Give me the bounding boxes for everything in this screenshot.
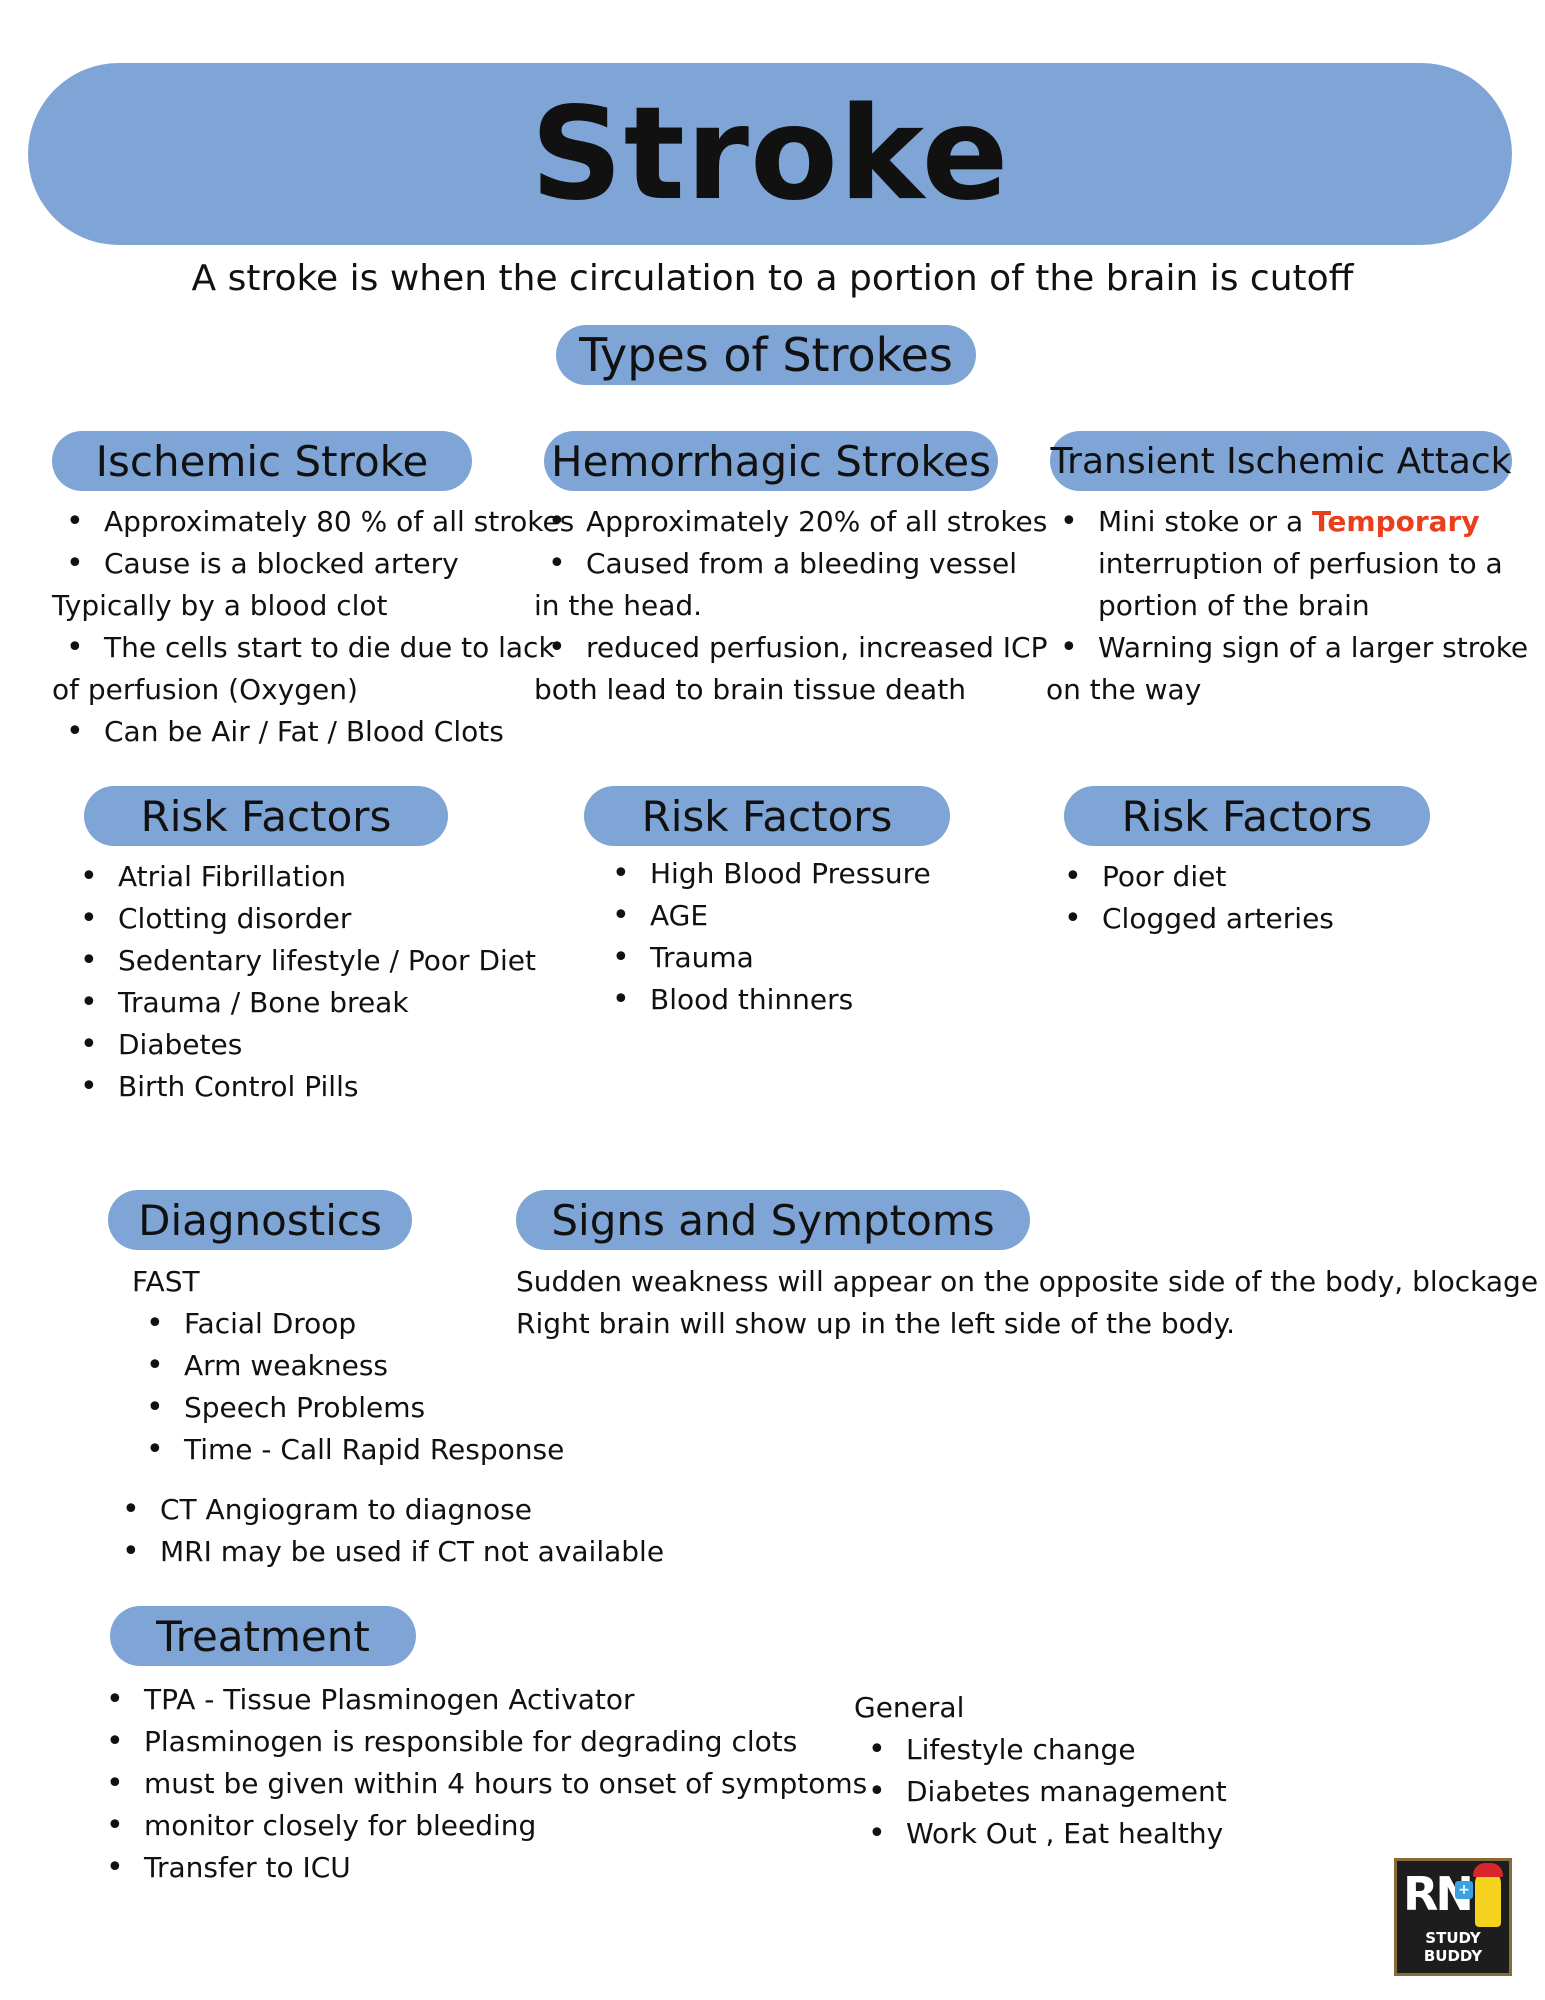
list-item: Birth Control Pills xyxy=(66,1066,526,1108)
list-item: Lifestyle change xyxy=(854,1729,1354,1771)
diagnostics-fast: FAST Facial Droop Arm weakness Speech Pr… xyxy=(132,1261,564,1471)
list-item: Approximately 20% of all strokes xyxy=(534,501,1047,543)
list-item: CT Angiogram to diagnose xyxy=(108,1489,608,1531)
diagnostics-heading: Diagnostics xyxy=(108,1190,412,1250)
types-heading: Types of Strokes xyxy=(556,325,976,385)
rn-study-buddy-logo: RN + STUDY BUDDY xyxy=(1394,1858,1512,1976)
list-item: Diabetes xyxy=(66,1024,526,1066)
list-item: Cause is a blocked artery xyxy=(52,543,522,585)
santa-hat-icon xyxy=(1473,1863,1503,1877)
title-banner: Stroke xyxy=(28,63,1512,245)
treatment-list: TPA - Tissue Plasminogen Activator Plasm… xyxy=(92,1679,867,1889)
list-item: Mini stoke or a Temporary xyxy=(1046,501,1516,543)
list-item: MRI may be used if CT not available xyxy=(108,1531,664,1573)
risk-hemorrhagic-heading: Risk Factors xyxy=(584,786,950,846)
list-item: Plasminogen is responsible for degrading… xyxy=(92,1721,797,1763)
list-item: Diabetes management xyxy=(854,1771,1354,1813)
list-item: Warning sign of a larger stroke xyxy=(1046,627,1528,669)
list-item: Caused from a bleeding vessel xyxy=(534,543,1017,585)
list-item: must be given within 4 hours to onset of… xyxy=(92,1763,867,1805)
list-item: Speech Problems xyxy=(132,1387,532,1429)
list-item: monitor closely for bleeding xyxy=(92,1805,792,1847)
tia-content: Mini stoke or a Temporary interruption o… xyxy=(1046,501,1528,711)
list-item: Trauma xyxy=(598,937,998,979)
diagnostics-other: CT Angiogram to diagnose MRI may be used… xyxy=(108,1489,664,1573)
list-item: Poor diet xyxy=(1050,856,1450,898)
list-item-continuation: Typically by a blood clot xyxy=(52,589,388,622)
list-item-continuation: both lead to brain tissue death xyxy=(534,673,966,706)
list-item: reduced perfusion, increased ICP xyxy=(534,627,1047,669)
list-item-line: portion of the brain xyxy=(1098,589,1370,622)
pencil-icon xyxy=(1475,1871,1501,1927)
risk-tia-heading: Risk Factors xyxy=(1064,786,1430,846)
treatment-heading: Treatment xyxy=(110,1606,416,1666)
hemorrhagic-content: Approximately 20% of all strokes Caused … xyxy=(534,501,1047,711)
treatment-general: General Lifestyle change Diabetes manage… xyxy=(854,1687,1354,1855)
temporary-highlight: Temporary xyxy=(1312,505,1480,538)
list-item: TPA - Tissue Plasminogen Activator xyxy=(92,1679,792,1721)
signs-line: Right brain will show up in the left sid… xyxy=(516,1307,1236,1340)
list-item: Clotting disorder xyxy=(66,898,526,940)
list-item-continuation: on the way xyxy=(1046,673,1202,706)
risk-tia-list: Poor diet Clogged arteries xyxy=(1050,856,1450,940)
list-item: Facial Droop xyxy=(132,1303,532,1345)
signs-line: Sudden weakness will appear on the oppos… xyxy=(516,1265,1545,1298)
fast-label: FAST xyxy=(132,1265,200,1298)
signs-heading: Signs and Symptoms xyxy=(516,1190,1030,1250)
list-item: Work Out , Eat healthy xyxy=(854,1813,1354,1855)
risk-ischemic-list: Atrial Fibrillation Clotting disorder Se… xyxy=(66,856,536,1108)
ischemic-content: Approximately 80 % of all strokes Cause … xyxy=(52,501,574,753)
list-item: AGE xyxy=(598,895,998,937)
list-item: Trauma / Bone break xyxy=(66,982,526,1024)
list-item: The cells start to die due to lack xyxy=(52,627,555,669)
list-item: Sedentary lifestyle / Poor Diet xyxy=(66,940,536,982)
list-item: Arm weakness xyxy=(132,1345,532,1387)
list-item: Blood thinners xyxy=(598,979,998,1021)
list-item: Can be Air / Fat / Blood Clots xyxy=(52,711,522,753)
list-item: Approximately 80 % of all strokes xyxy=(52,501,574,543)
list-item: Transfer to ICU xyxy=(92,1847,792,1889)
page-title: Stroke xyxy=(530,79,1010,229)
tia-heading: Transient Ischemic Attack xyxy=(1050,431,1512,491)
list-item: Clogged arteries xyxy=(1050,898,1450,940)
list-item: Atrial Fibrillation xyxy=(66,856,526,898)
ischemic-heading: Ischemic Stroke xyxy=(52,431,472,491)
list-item-line: interruption of perfusion to a xyxy=(1098,547,1503,580)
logo-plus-icon: + xyxy=(1455,1881,1473,1899)
list-item-continuation: of perfusion (Oxygen) xyxy=(52,673,358,706)
hemorrhagic-heading: Hemorrhagic Strokes xyxy=(544,431,998,491)
risk-hemorrhagic-list: High Blood Pressure AGE Trauma Blood thi… xyxy=(598,853,998,1021)
general-label: General xyxy=(854,1691,965,1724)
list-item: Time - Call Rapid Response xyxy=(132,1429,564,1471)
page-subtitle: A stroke is when the circulation to a po… xyxy=(191,258,1354,299)
list-item: High Blood Pressure xyxy=(598,853,998,895)
risk-ischemic-heading: Risk Factors xyxy=(84,786,448,846)
list-item-continuation: in the head. xyxy=(534,589,703,622)
logo-study-buddy-text: STUDY BUDDY xyxy=(1423,1929,1483,1965)
signs-text: Sudden weakness will appear on the oppos… xyxy=(516,1261,1545,1345)
